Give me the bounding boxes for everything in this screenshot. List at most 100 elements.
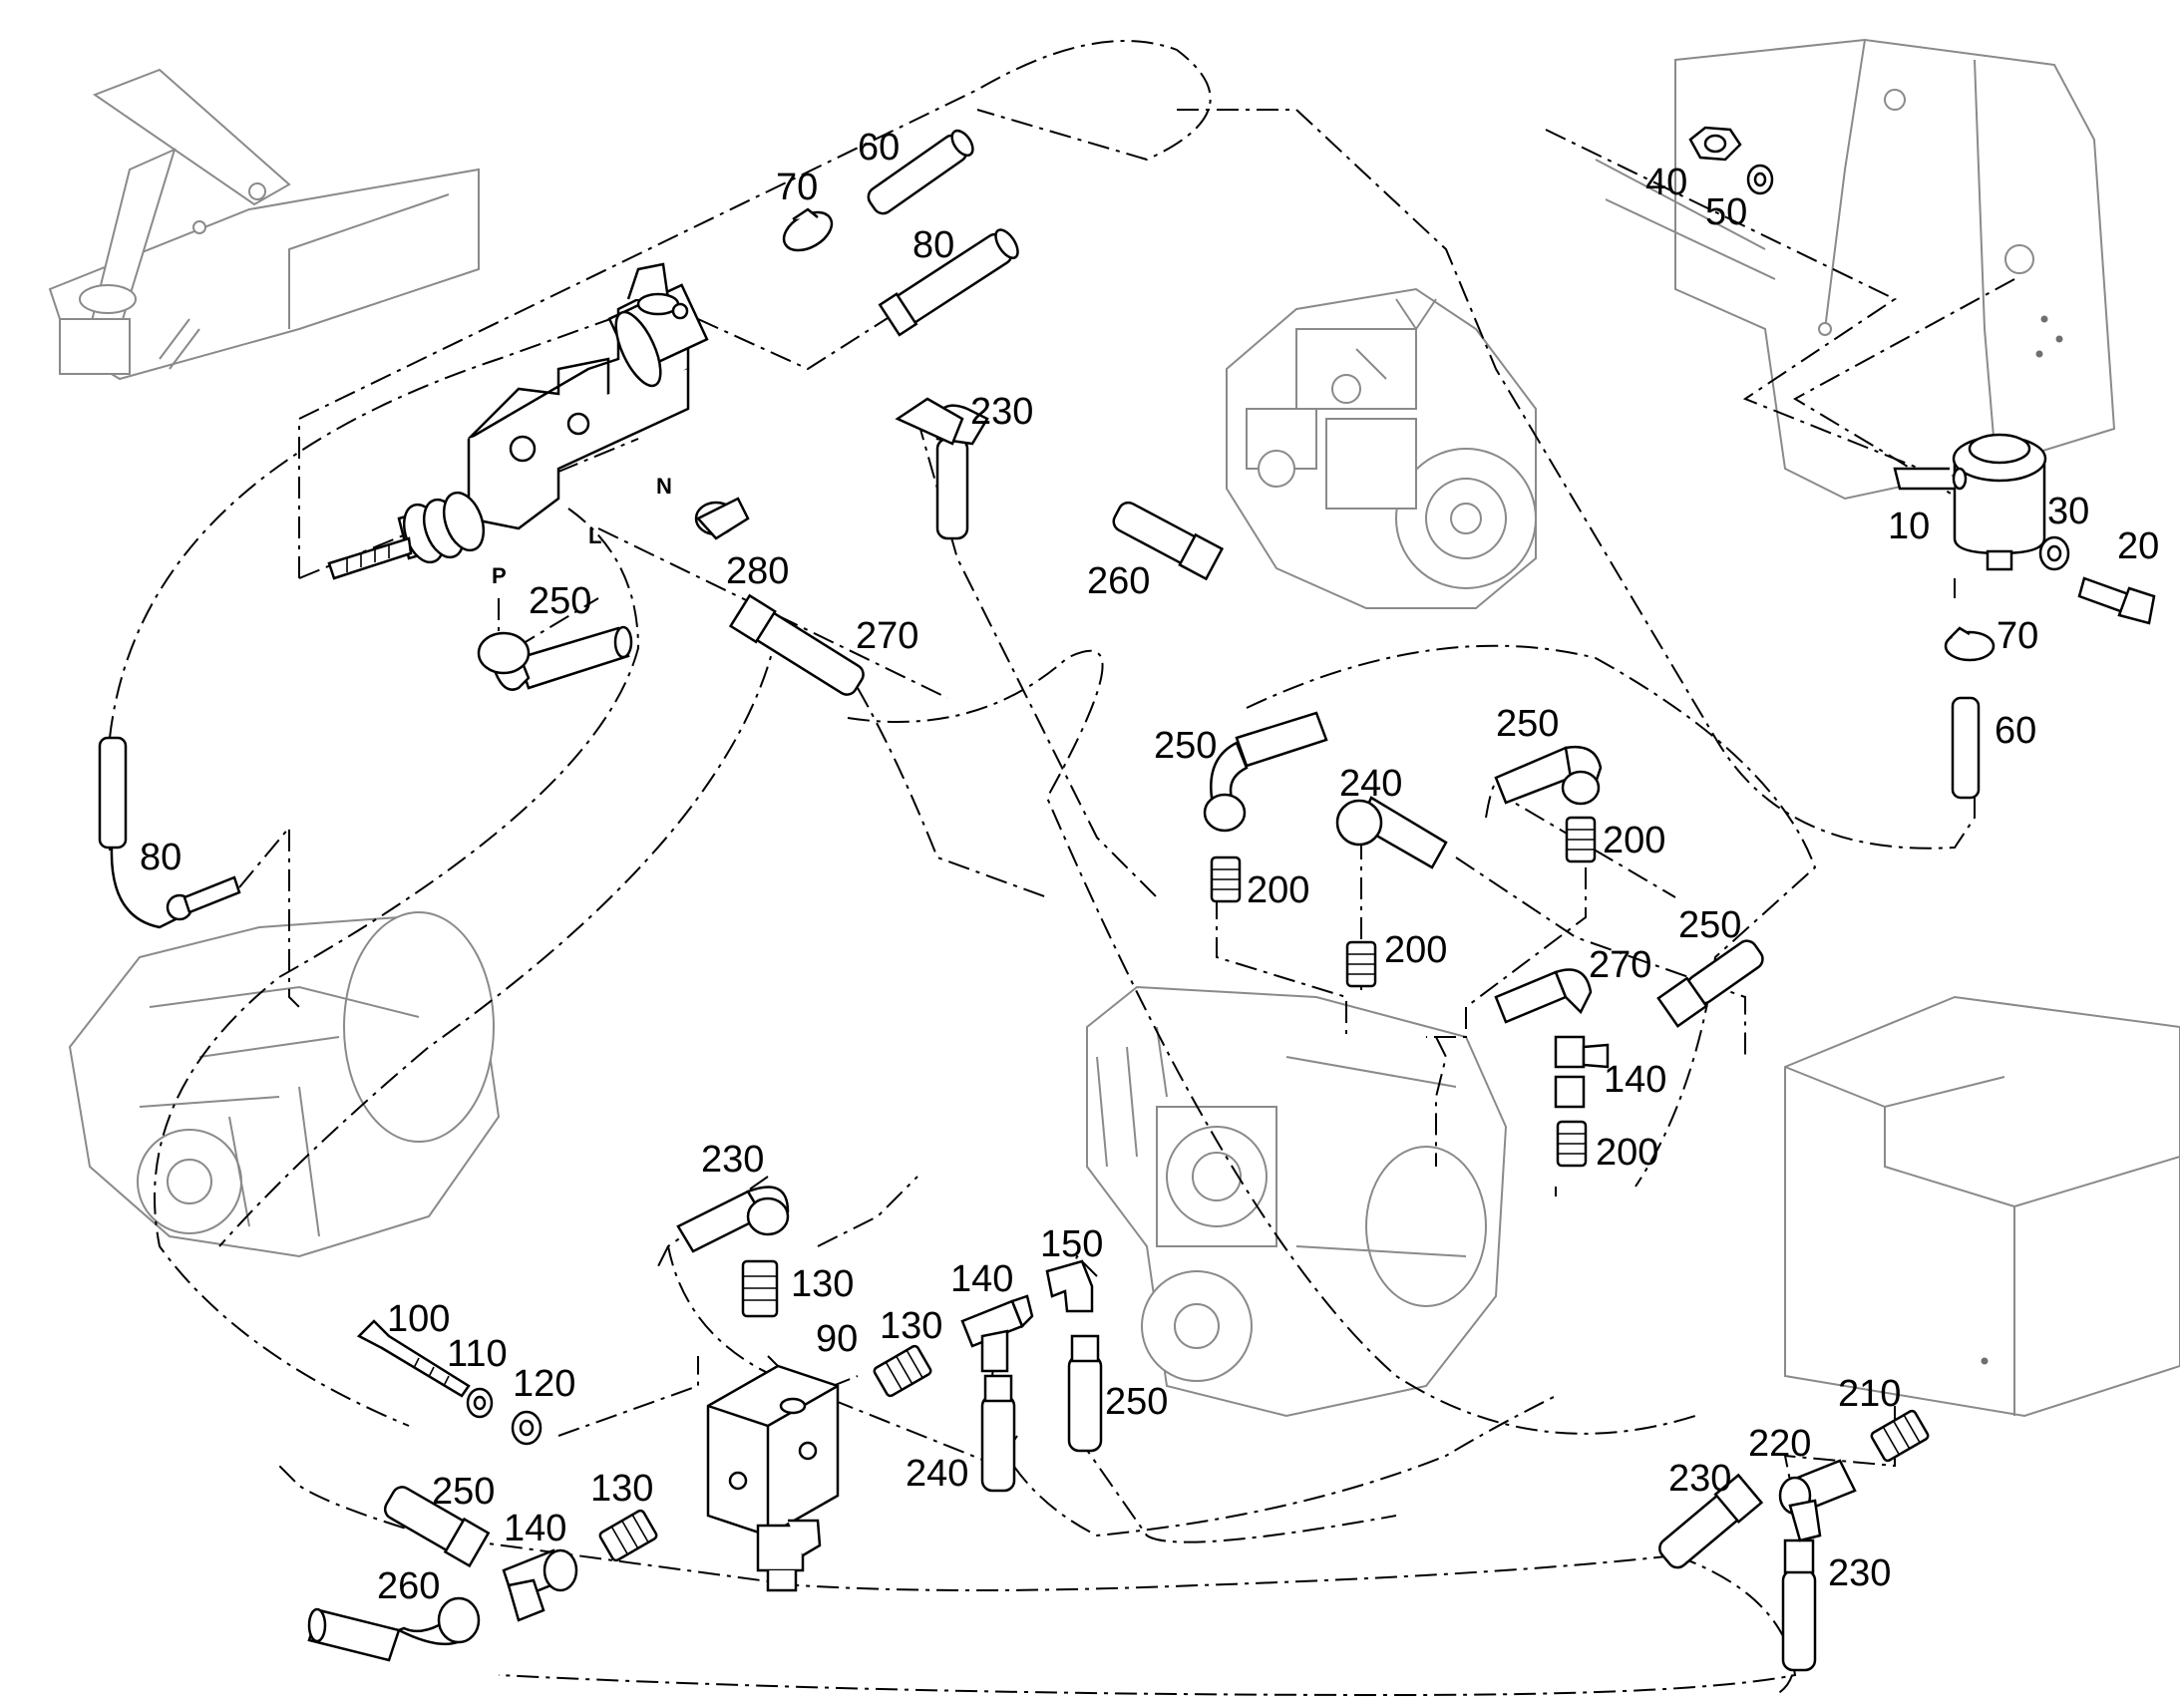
fitting-130-mid (873, 1344, 932, 1398)
nut-40 (1688, 126, 1742, 162)
hose-250-right (1656, 939, 1764, 1028)
callout-20: 20 (2117, 525, 2159, 567)
hose-80-top (878, 228, 1019, 337)
tee-140-mid (960, 1294, 1034, 1373)
center-transmission (1086, 985, 1508, 1418)
callout-10: 10 (1888, 506, 1930, 547)
callout-230-bottom-right-a: 230 (1668, 1458, 1731, 1500)
callout-70-top: 70 (776, 167, 818, 208)
brake-pedal-assembly (48, 68, 480, 381)
routing-lines (109, 40, 2015, 1697)
port-label-p: P (492, 563, 507, 588)
callout-260-bottom-left: 260 (377, 1565, 440, 1607)
callout-240-bottom: 240 (906, 1453, 968, 1495)
hydraulic-pump (1226, 287, 1537, 609)
tee-220 (1778, 1459, 1857, 1542)
nipple-200-d (1556, 1120, 1588, 1168)
port-label-n: N (656, 474, 672, 499)
fitting-280 (694, 497, 750, 540)
callout-200-c: 200 (1603, 820, 1665, 861)
hose-230-top (895, 397, 989, 540)
hose-60-right (1951, 696, 1981, 800)
hose-250-center-a (1203, 711, 1328, 833)
tee-140-bottom-left (502, 1548, 578, 1622)
callout-140-right: 140 (1604, 1059, 1666, 1101)
hydraulic-tank (1784, 995, 2180, 1418)
clamp-70-right (1944, 626, 1996, 662)
callout-80-top: 80 (912, 224, 954, 266)
fitting-210 (1870, 1409, 1930, 1463)
washer-50 (1746, 164, 1774, 195)
callout-130-mid: 130 (880, 1305, 942, 1347)
brake-master-cylinder (327, 262, 709, 580)
callout-130-bottom: 130 (590, 1468, 653, 1510)
callout-230-top: 230 (970, 391, 1033, 433)
callout-80-left: 80 (140, 837, 182, 878)
callout-220: 220 (1748, 1423, 1811, 1465)
callout-60-right: 60 (1995, 710, 2036, 752)
callout-250-center-a: 250 (1154, 725, 1217, 767)
washer-30 (2038, 535, 2070, 571)
hose-250-bottom (1067, 1334, 1103, 1453)
hose-240-bottom (980, 1374, 1016, 1493)
callout-70-right: 70 (1997, 615, 2038, 657)
callout-250-right: 250 (1678, 904, 1741, 946)
callout-140-bottom-left: 140 (504, 1508, 566, 1549)
nipple-200-a (1210, 855, 1242, 903)
callout-110: 110 (447, 1333, 508, 1375)
callout-280: 280 (726, 550, 789, 592)
hose-230-bottom-right-a (1658, 1473, 1764, 1569)
nipple-200-c (1565, 816, 1597, 863)
brake-fluid-reservoir (1893, 433, 2047, 571)
callout-270-right: 270 (1589, 944, 1651, 986)
callout-260-top: 260 (1087, 560, 1150, 602)
left-transmission (68, 911, 501, 1258)
washer-120 (511, 1410, 543, 1446)
frame-plate (1595, 38, 2116, 501)
bolt-20 (2077, 576, 2156, 625)
hose-260-top (1112, 501, 1225, 581)
callout-100: 100 (387, 1298, 450, 1340)
port-label-l: L (588, 523, 601, 548)
pressure-switch-block (706, 1364, 840, 1592)
callout-140-mid: 140 (950, 1258, 1013, 1300)
hose-270-left (728, 593, 865, 696)
callout-130-top: 130 (791, 1263, 854, 1305)
hose-60-top (867, 129, 974, 215)
callout-250-bottom-left: 250 (432, 1471, 495, 1513)
callout-230-bottom-left: 230 (701, 1139, 764, 1181)
hose-240-center (1335, 796, 1448, 869)
fitting-130-bottom (598, 1509, 658, 1562)
fittings (356, 126, 2156, 1622)
nipple-200-b (1345, 940, 1377, 988)
hose-270-right (1494, 968, 1593, 1024)
hoses (98, 129, 1981, 1672)
callout-230-bottom-right-b: 230 (1828, 1552, 1891, 1594)
callout-210: 210 (1838, 1373, 1901, 1415)
callout-250-bottom: 250 (1105, 1381, 1168, 1423)
washer-110 (466, 1387, 494, 1419)
callout-40: 40 (1645, 162, 1687, 203)
callout-60-top: 60 (858, 127, 900, 169)
hose-250-left (477, 625, 633, 691)
callout-200-d: 200 (1596, 1132, 1658, 1174)
callout-200-a: 200 (1247, 869, 1309, 911)
callout-120: 120 (513, 1363, 575, 1405)
callout-150: 150 (1040, 1223, 1103, 1265)
tee-140-center (1554, 1035, 1610, 1109)
hose-80-left (98, 736, 241, 929)
hose-230-bottom-right-b (1781, 1538, 1817, 1672)
bolt-100 (356, 1319, 471, 1398)
callout-270-left: 270 (856, 615, 918, 657)
callout-90: 90 (816, 1318, 858, 1360)
callout-labels: 10 20 30 40 50 60 60 70 70 80 80 90 100 … (140, 127, 2159, 1607)
hose-230-bottom-left (676, 1186, 790, 1253)
hose-250-center-b (1494, 745, 1603, 806)
callout-30: 30 (2047, 491, 2089, 532)
elbow-150 (1045, 1259, 1094, 1313)
callout-250-left: 250 (529, 580, 591, 622)
callout-200-b: 200 (1384, 929, 1447, 971)
callout-50: 50 (1705, 191, 1747, 233)
hose-260-bottom-left (307, 1596, 481, 1662)
